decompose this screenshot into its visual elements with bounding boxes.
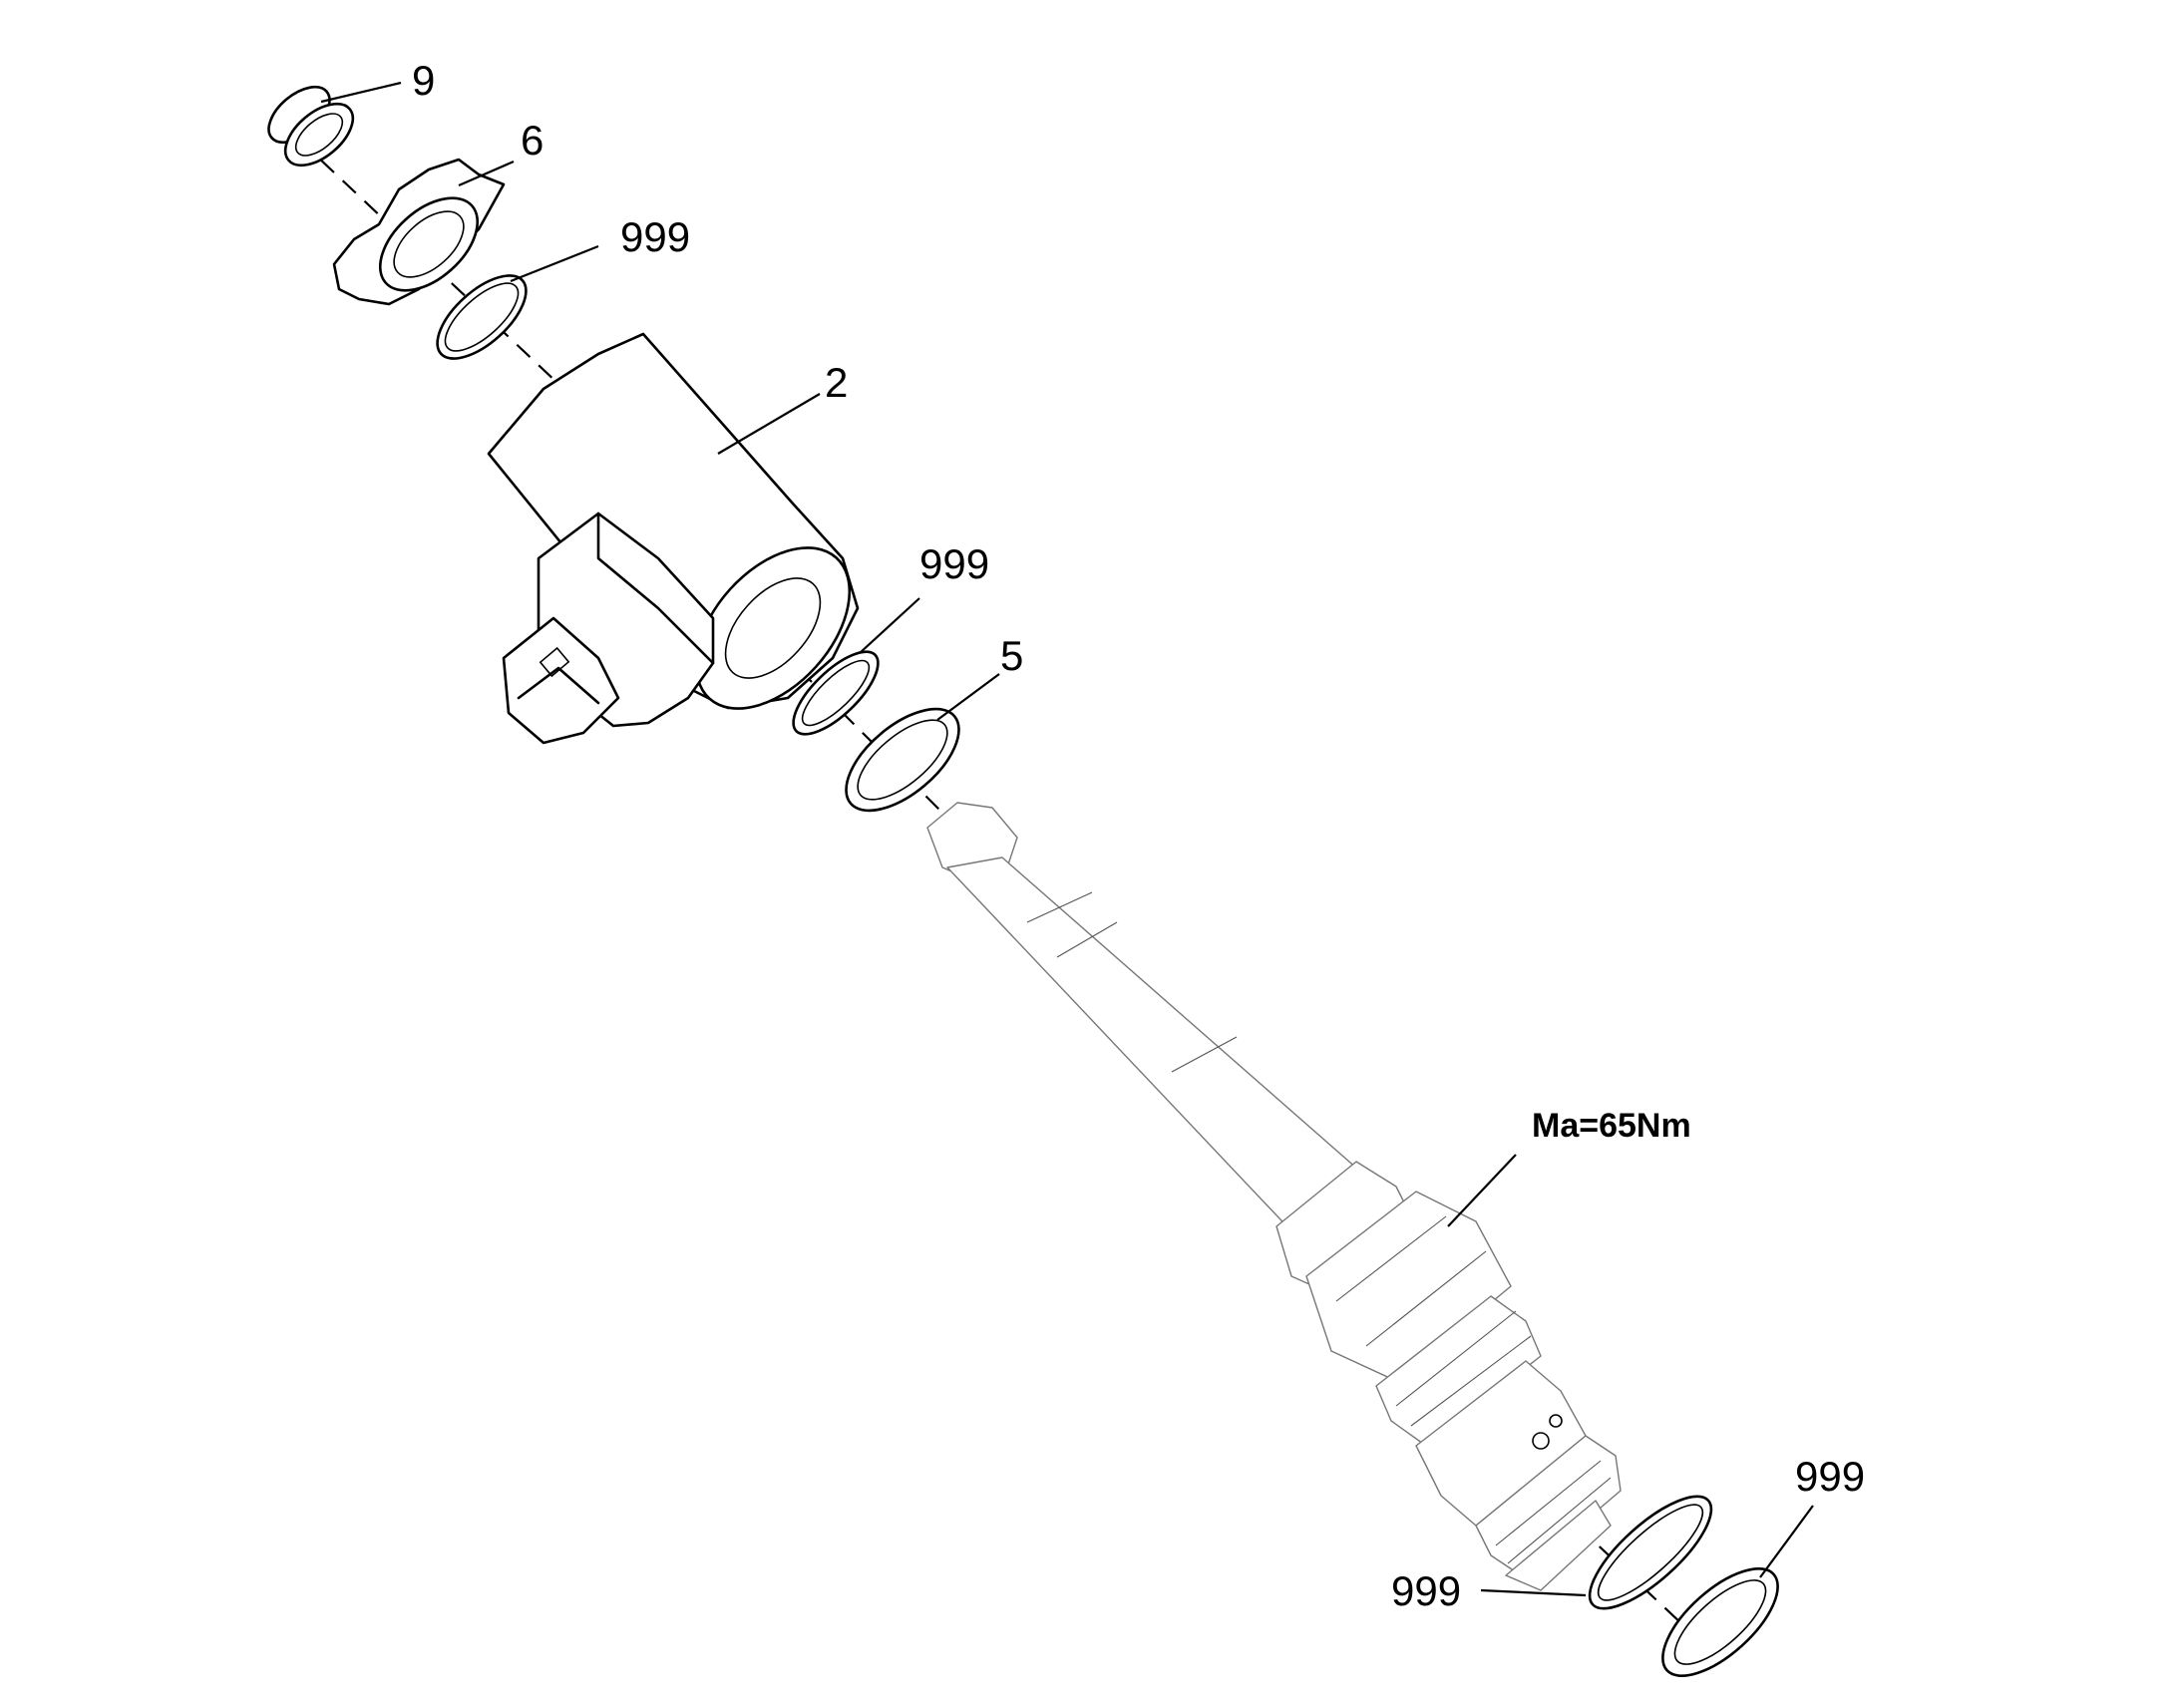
leader-999-lower-right bbox=[1759, 1505, 1814, 1578]
part-999-oring-upper bbox=[436, 274, 528, 360]
part-5-seal-washer bbox=[845, 707, 960, 813]
callout-999-lower-left: 999 bbox=[1391, 1567, 1461, 1614]
callout-999-upper: 999 bbox=[620, 213, 690, 260]
callout-999-middle: 999 bbox=[919, 540, 989, 587]
callout-2: 2 bbox=[825, 359, 848, 406]
callout-999-lower-right: 999 bbox=[1795, 1453, 1865, 1500]
leader-9 bbox=[320, 81, 402, 104]
torque-note: Ma=65Nm bbox=[1532, 1107, 1691, 1145]
leader-torque bbox=[1447, 1154, 1517, 1227]
leader-999-lower-left bbox=[1480, 1588, 1587, 1597]
part-9-cap-nut bbox=[267, 85, 355, 168]
callout-9: 9 bbox=[412, 57, 435, 104]
part-999-oring-lower-left bbox=[1588, 1495, 1713, 1610]
leader-999-upper bbox=[510, 244, 599, 283]
leader-2 bbox=[717, 393, 821, 455]
leader-5 bbox=[936, 673, 1000, 721]
callout-6: 6 bbox=[521, 117, 544, 164]
part-999-oring-middle bbox=[792, 650, 880, 736]
part-2-solenoid-coil bbox=[487, 332, 860, 745]
valve-cartridge bbox=[926, 802, 1622, 1591]
part-6-knurled-nut bbox=[332, 158, 506, 306]
callout-5: 5 bbox=[1000, 632, 1023, 679]
leader-6 bbox=[458, 160, 515, 187]
leader-999-middle bbox=[859, 597, 920, 654]
part-999-backup-ring-lower-right bbox=[1661, 1566, 1779, 1678]
